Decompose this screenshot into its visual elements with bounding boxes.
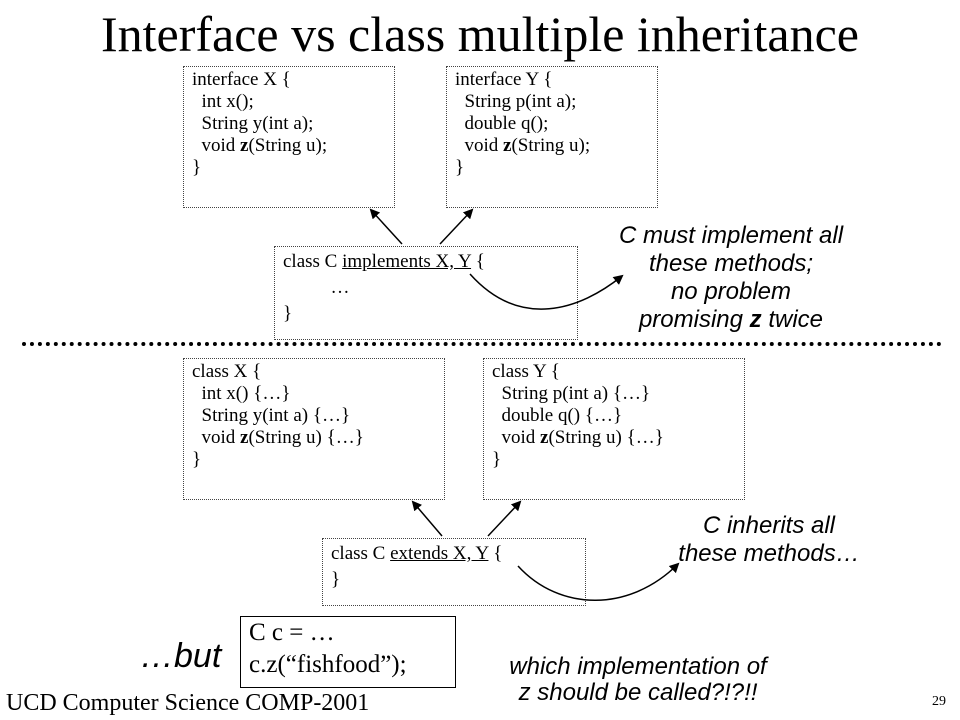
- class-x-close: }: [192, 449, 202, 470]
- extends-note-line-1: C inherits all: [702, 512, 836, 539]
- class-y-box: class Y { String p(int a) {…} double q()…: [483, 358, 745, 500]
- class-c-implements-body: …: [283, 277, 350, 298]
- class-y-close: }: [492, 449, 502, 470]
- class-c-extends-box: class C extends X, Y { }: [322, 538, 586, 606]
- class-c-extends-close: }: [331, 569, 341, 590]
- question-line-2: z should be called?!?!!: [518, 679, 758, 706]
- class-c-implements-header: class C implements X, Y {: [283, 251, 485, 272]
- implements-note-line-3: no problem: [670, 278, 792, 305]
- arrow-extends-to-note: [517, 562, 680, 601]
- class-x-line-3: void z(String u) {…}: [192, 427, 364, 448]
- code-line-1: C c = …: [249, 619, 335, 646]
- class-c-implements-box: class C implements X, Y { … }: [274, 246, 578, 340]
- interface-y-line-2: double q();: [455, 113, 549, 134]
- code-line-2: c.z(“fishfood”);: [249, 651, 407, 678]
- question-note: which implementation of z should be call…: [462, 654, 814, 706]
- code-box: C c = … c.z(“fishfood”);: [240, 616, 456, 688]
- slide-title: Interface vs class multiple inheritance: [100, 6, 859, 62]
- interface-x-box: interface X { int x(); String y(int a); …: [183, 66, 395, 208]
- arrow-c-to-class-x: [411, 500, 443, 537]
- extends-note-line-2: these methods…: [678, 540, 860, 567]
- class-x-line-2: String y(int a) {…}: [192, 405, 351, 426]
- section-divider: [22, 342, 942, 346]
- interface-x-line-1: int x();: [192, 91, 254, 112]
- interface-x-close: }: [192, 157, 202, 178]
- arrow-c-to-interface-x: [369, 208, 403, 245]
- class-x-line-1: int x() {…}: [192, 383, 291, 404]
- class-y-line-1: String p(int a) {…}: [492, 383, 651, 404]
- class-x-header: class X {: [192, 361, 262, 382]
- class-c-implements-close: }: [283, 303, 293, 324]
- page-number: 29: [932, 694, 946, 709]
- interface-y-line-3: void z(String u);: [455, 135, 591, 156]
- interface-y-box: interface Y { String p(int a); double q(…: [446, 66, 658, 208]
- but-label: …but: [140, 637, 222, 675]
- implements-note-line-4: promising z twice: [638, 306, 824, 333]
- interface-y-line-1: String p(int a);: [455, 91, 577, 112]
- class-x-box: class X { int x() {…} String y(int a) {……: [183, 358, 445, 500]
- arrow-c-to-interface-y: [439, 208, 474, 245]
- implements-note: C must implement all these methods; no p…: [572, 222, 890, 334]
- footer-text: UCD Computer Science COMP-2001: [6, 690, 370, 716]
- question-line-1: which implementation of: [509, 653, 767, 680]
- interface-x-line-2: String y(int a);: [192, 113, 314, 134]
- interface-x-header: interface X {: [192, 69, 291, 90]
- interface-x-line-3: void z(String u);: [192, 135, 328, 156]
- interface-y-header: interface Y {: [455, 69, 553, 90]
- class-c-extends-header: class C extends X, Y {: [331, 543, 503, 564]
- arrow-c-to-class-y: [487, 500, 522, 537]
- interface-y-close: }: [455, 157, 465, 178]
- extends-note: C inherits all these methods…: [660, 512, 878, 568]
- implements-note-line-1: C must implement all: [618, 222, 844, 249]
- class-y-line-2: double q() {…}: [492, 405, 623, 426]
- implements-note-line-2: these methods;: [648, 250, 814, 277]
- arrow-implements-to-note: [469, 273, 624, 310]
- class-y-line-3: void z(String u) {…}: [492, 427, 664, 448]
- class-y-header: class Y {: [492, 361, 560, 382]
